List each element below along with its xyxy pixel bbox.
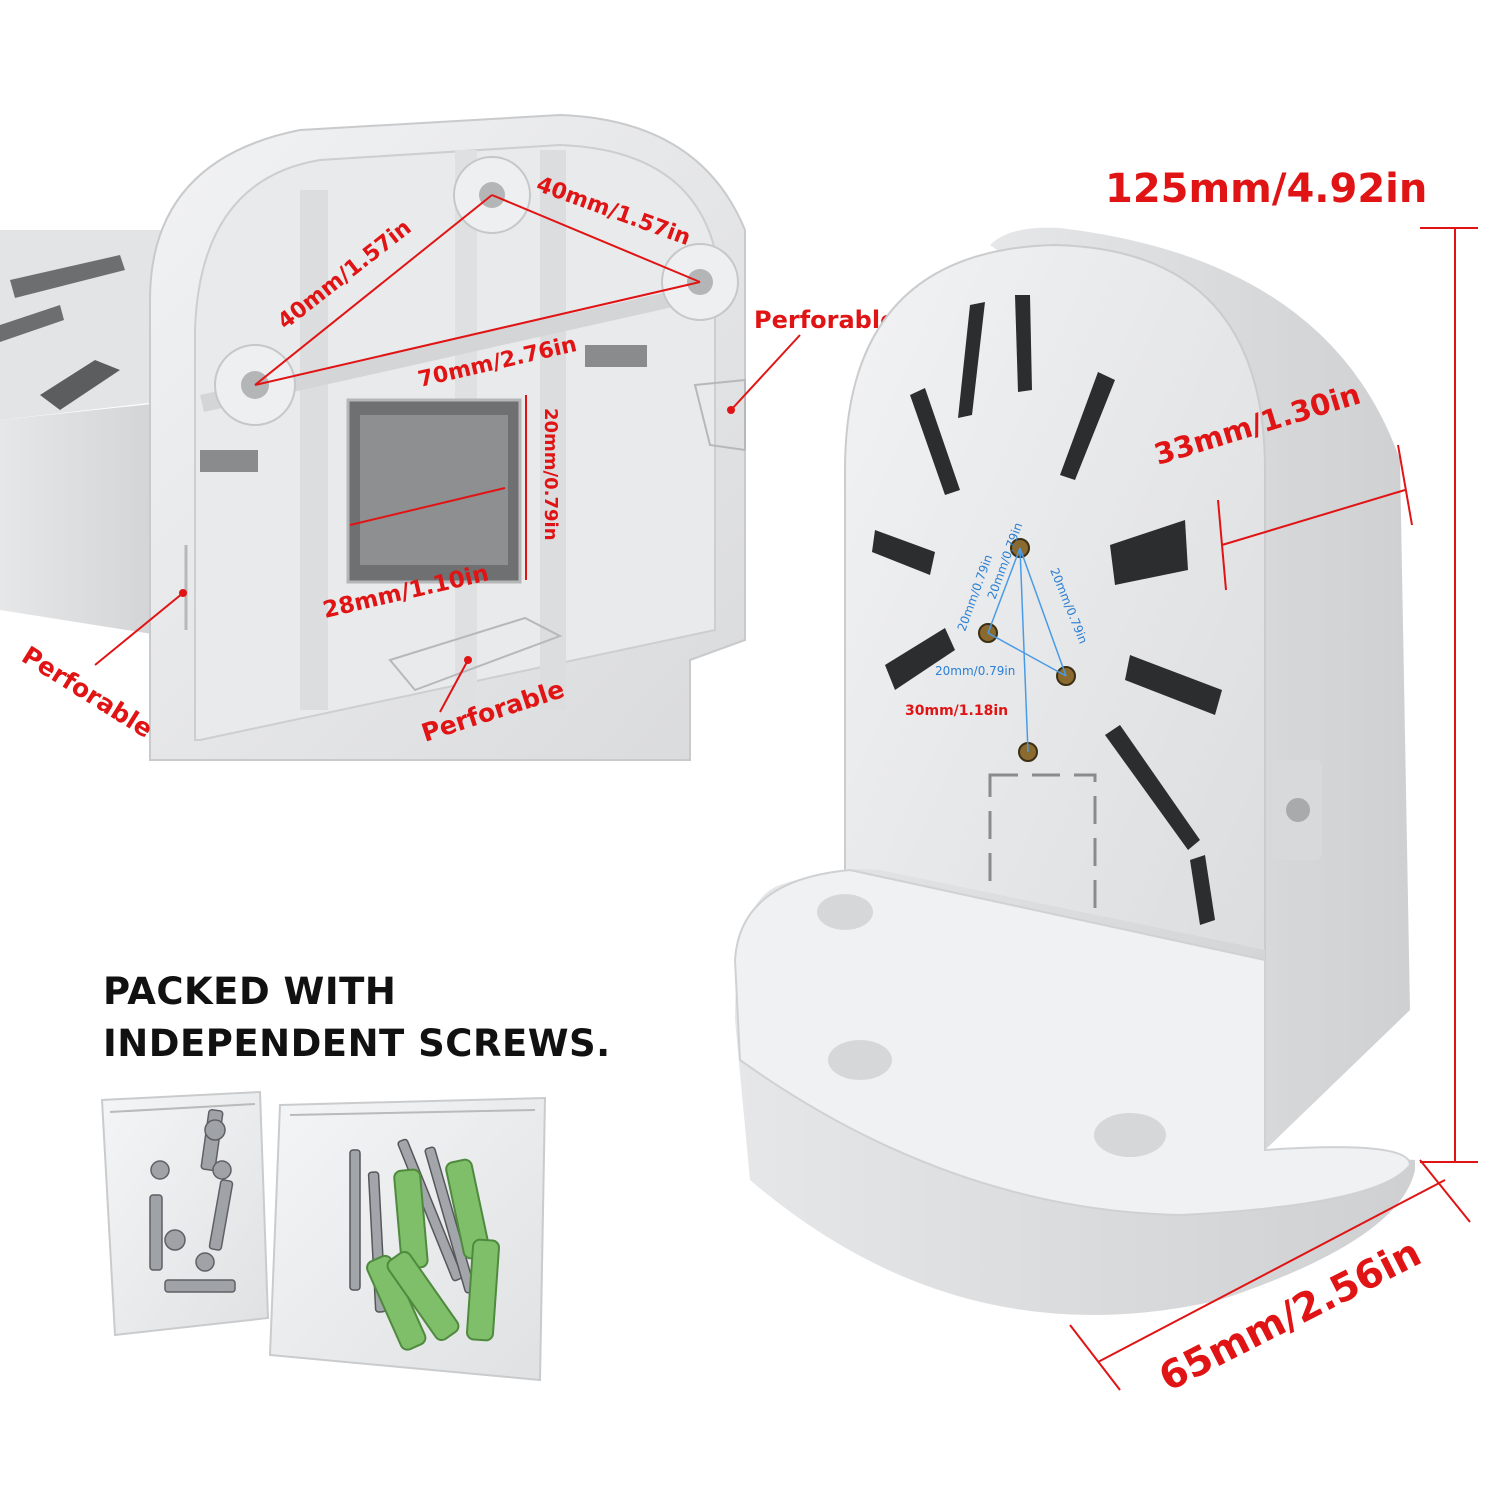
- knockout-right: [693, 378, 746, 452]
- knockout-bottom: [388, 616, 563, 692]
- screw-e-label: 30mm/1.18in: [905, 703, 1008, 719]
- bracket-back-view: 40mm/1.57in 40mm/1.57in 70mm/2.76in 20mm…: [0, 113, 896, 761]
- packed-caption: PACKED WITH INDEPENDENT SCREWS.: [103, 966, 663, 1070]
- window-height-label: 20mm/0.79in: [540, 408, 561, 541]
- perforable-top-label: Perforable: [754, 306, 896, 334]
- packed-line-1: PACKED WITH: [103, 970, 397, 1013]
- packed-line-2: INDEPENDENT SCREWS.: [103, 1022, 611, 1065]
- base-top: [733, 868, 1412, 1217]
- screw-bag-small: [100, 1090, 270, 1337]
- screw-bag-large: [268, 1096, 547, 1382]
- bracket-arm-side: [0, 400, 190, 640]
- bracket-front-view: 20mm/0.79in 20mm/0.79in 20mm/0.79in 20mm…: [733, 166, 1478, 1401]
- screw-d-label: 20mm/0.79in: [935, 664, 1015, 678]
- bracket-side: [990, 227, 1410, 1150]
- height-label: 125mm/4.92in: [1105, 166, 1427, 212]
- wall-anchors: [366, 1158, 500, 1351]
- perforable-left-label: Perforable: [17, 640, 158, 743]
- radial-vents: [872, 295, 1222, 925]
